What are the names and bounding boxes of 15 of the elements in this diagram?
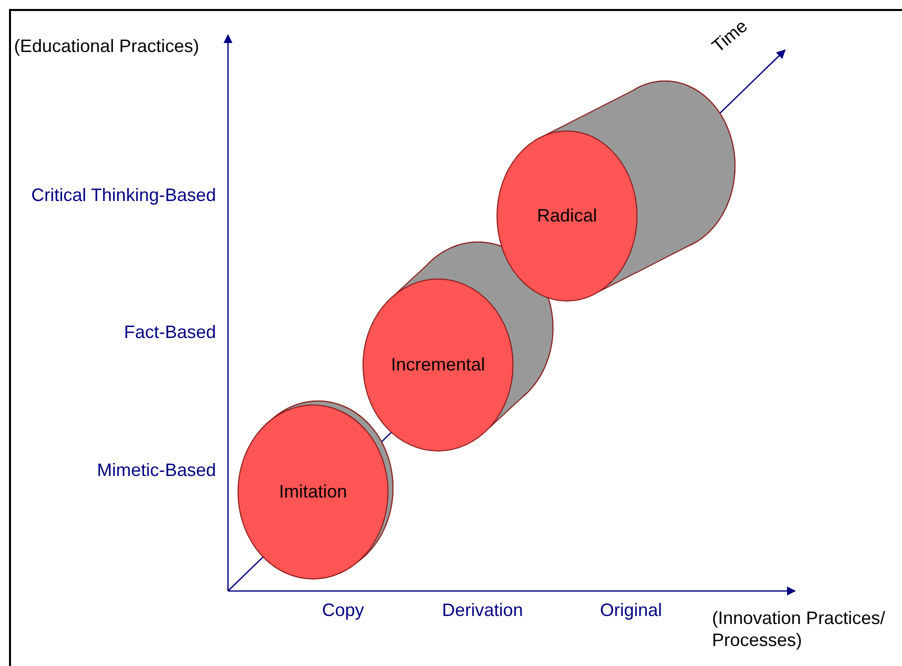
cylinder-label: Imitation [278, 482, 348, 502]
axis-label: Time [708, 16, 752, 58]
cylinder-label: Radical [536, 206, 598, 226]
axis-tick-label: Copy [322, 600, 364, 622]
axis-tick-label: Derivation [442, 600, 524, 622]
cylinder-label: Incremental [390, 354, 486, 376]
axis-title: (Innovation Practices/ Processes) [712, 608, 886, 652]
cylinder [238, 401, 393, 579]
cylinder [363, 242, 553, 451]
axis-tick-label: Fact-Based [124, 322, 216, 344]
axis-tick-label: Original [600, 600, 662, 622]
axis-tick-label: Mimetic-Based [96, 460, 216, 482]
axis-tick-label: Critical Thinking-Based [31, 185, 216, 207]
cylinder [497, 81, 735, 301]
axis-title: (Educational Practices) [14, 36, 200, 58]
